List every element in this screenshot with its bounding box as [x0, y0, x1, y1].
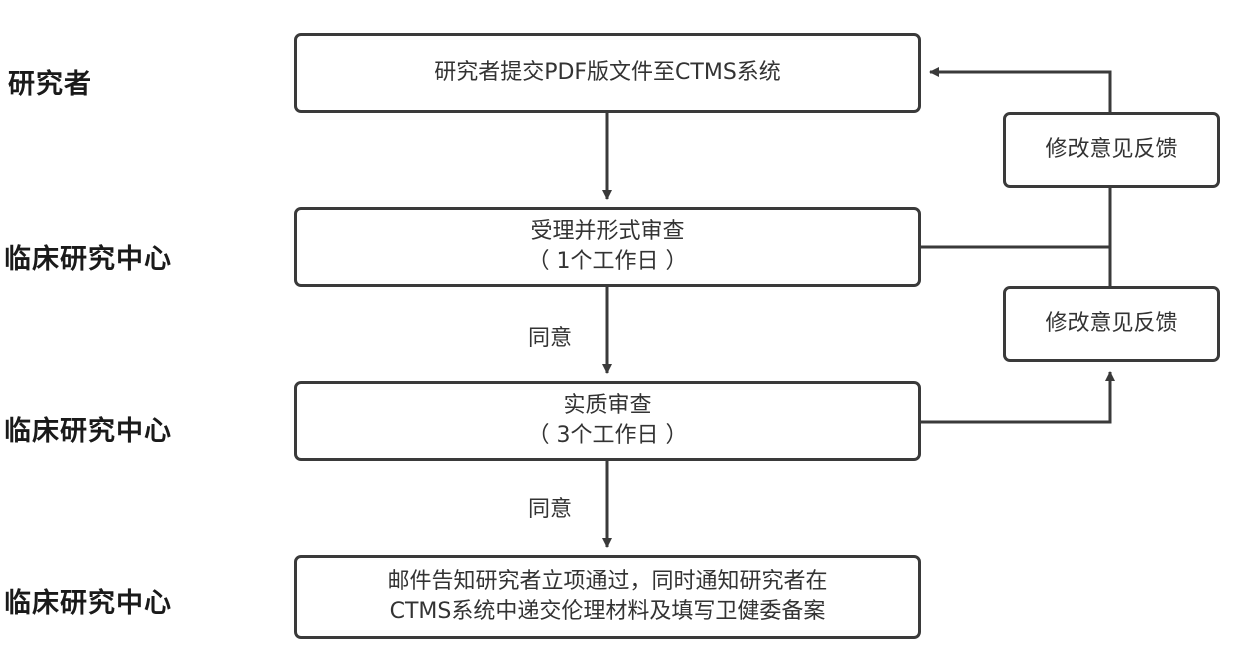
step-formal-review-box: 受理并形式审查 （ 1个工作日 ） — [294, 207, 921, 287]
feedback-upper-text: 修改意见反馈 — [1045, 137, 1178, 162]
step-formal-review-duration: （ 1个工作日 ） — [527, 249, 688, 274]
arrow-substantive-to-lower-feedback — [920, 371, 1115, 424]
step-submit-text: 研究者提交PDF版文件至CTMS系统 — [434, 60, 781, 85]
step-formal-review-title: 受理并形式审查 — [530, 219, 685, 244]
step-substantive-review-box: 实质审查 （ 3个工作日 ） — [294, 381, 921, 461]
role-label-researcher: 研究者 — [8, 69, 92, 100]
step-notify-box: 邮件告知研究者立项通过，同时通知研究者在 CTMS系统中递交伦理材料及填写卫健委… — [294, 555, 921, 639]
step-notify-line-1: 邮件告知研究者立项通过，同时通知研究者在 — [387, 569, 828, 594]
role-label-center-2: 临床研究中心 — [4, 416, 172, 447]
step-notify-line-2: CTMS系统中递交伦理材料及填写卫健委备案 — [389, 599, 826, 624]
step-substantive-review-duration: （ 3个工作日 ） — [527, 423, 688, 448]
edge-label-agree-2: 同意 — [528, 497, 573, 522]
role-label-center-3: 临床研究中心 — [4, 588, 172, 619]
role-label-center-1: 临床研究中心 — [4, 244, 172, 275]
edge-label-agree-1: 同意 — [528, 326, 573, 351]
feedback-lower-text: 修改意见反馈 — [1045, 311, 1178, 336]
step-submit-box: 研究者提交PDF版文件至CTMS系统 — [294, 33, 921, 113]
arrow-upper-feedback-to-submit — [929, 67, 1112, 112]
step-substantive-review-title: 实质审查 — [563, 393, 652, 418]
feedback-box-lower: 修改意见反馈 — [1003, 286, 1220, 362]
feedback-box-upper: 修改意见反馈 — [1003, 112, 1220, 188]
